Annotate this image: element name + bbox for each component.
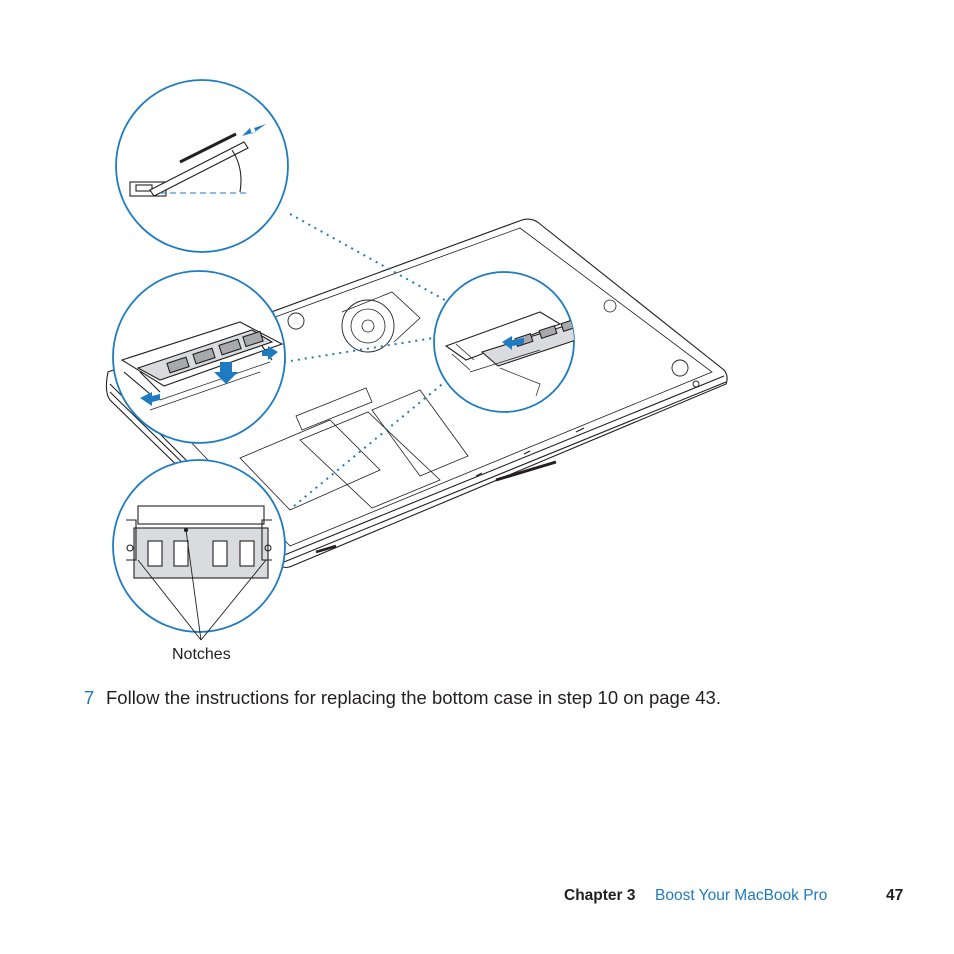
arrow-right-icon	[262, 346, 278, 360]
step-number: 7	[84, 687, 95, 708]
footer-chapter: Chapter 3	[564, 887, 636, 904]
arrow-icon	[242, 124, 266, 136]
callout-notches	[112, 459, 286, 641]
step-text: Follow the instructions for replacing th…	[106, 687, 721, 708]
callout-slide-in	[433, 271, 575, 413]
step-instruction: 7 Follow the instructions for replacing t…	[84, 686, 904, 710]
callout-connectors	[283, 213, 453, 507]
arrow-down-icon	[214, 362, 238, 384]
page-number: 47	[886, 887, 904, 904]
arrow-left-icon	[502, 336, 524, 350]
notch-pointer-lines	[137, 529, 267, 641]
footer-chapter-title: Boost Your MacBook Pro	[655, 887, 828, 904]
notches-label: Notches	[172, 646, 231, 663]
memory-installation-illustration	[105, 79, 728, 641]
arrow-left-icon	[140, 392, 160, 406]
laptop-bottom-case	[105, 218, 728, 569]
callout-press-down	[112, 270, 286, 444]
callout-insert-angle	[115, 79, 289, 253]
